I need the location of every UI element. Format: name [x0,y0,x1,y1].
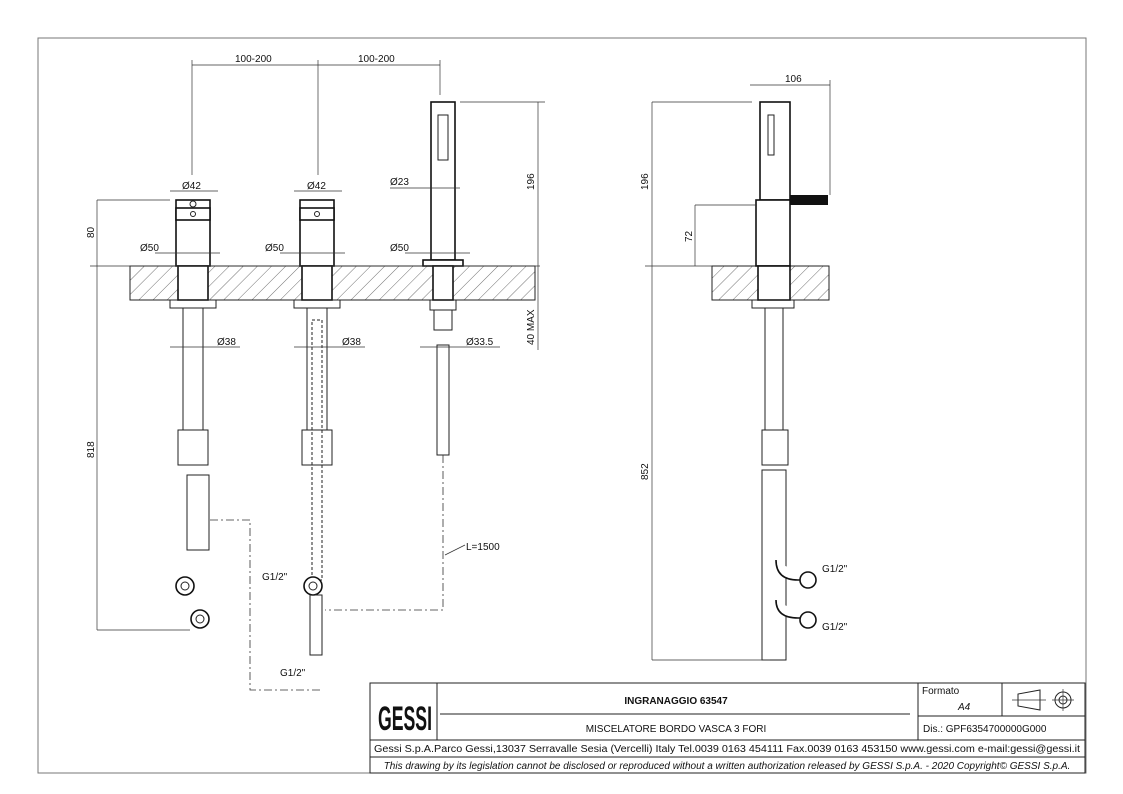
dim-handle-dia-2: Ø42 [307,181,326,192]
dim-base-dia-2: Ø50 [265,243,284,254]
company-address: Gessi S.p.A.Parco Gessi,13037 Serravalle… [374,744,1080,755]
drawing-subtitle: MISCELATORE BORDO VASCA 3 FORI [586,724,767,735]
projection-symbol-icon [1012,689,1074,711]
dim-shower-dia: Ø23 [390,177,409,188]
dim-thread-2: G1/2" [280,668,306,679]
dim-shank-dia-1: Ø38 [217,337,236,348]
dim-side-width: 106 [785,74,802,85]
dim-base-dia-3: Ø50 [390,243,409,254]
format-value: A4 [957,702,971,713]
dim-side-handle-height: 72 [684,230,695,242]
dim-shank-dia-2: Ø38 [342,337,361,348]
dim-side-shower-height: 196 [640,173,651,190]
copyright-disclaimer: This drawing by its legislation cannot b… [384,761,1071,772]
dim-shank-dia-3: Ø33.5 [466,337,494,348]
gessi-logo: GESSI [378,700,432,738]
dim-spacing-2: 100-200 [358,54,395,65]
dim-thickness-max: 40 MAX [526,309,537,345]
dim-side-thread-2: G1/2" [822,622,848,633]
hand-shower [422,101,464,456]
dim-depth-front: 818 [86,441,97,458]
dim-handle-height: 80 [86,226,97,238]
dim-shower-height: 196 [526,173,537,190]
dim-side-thread-1: G1/2" [822,564,848,575]
title-block: GESSI INGRANAGGIO 63547 MISCELATORE BORD… [369,682,1086,774]
dim-side-depth: 852 [640,463,651,480]
dim-hose-length: L=1500 [466,542,500,553]
side-view [751,101,828,661]
drawing-number: Dis.: GPF6354700000G000 [923,724,1047,735]
dim-spacing-1: 100-200 [235,54,272,65]
dim-thread-1: G1/2" [262,572,288,583]
format-label: Formato [922,686,960,697]
drawing-title: INGRANAGGIO 63547 [624,696,728,707]
drawing-frame [37,37,1087,774]
mixer-handle-1 [169,199,217,629]
dim-base-dia-1: Ø50 [140,243,159,254]
dim-handle-dia-1: Ø42 [182,181,201,192]
dimension-lines [90,60,831,661]
